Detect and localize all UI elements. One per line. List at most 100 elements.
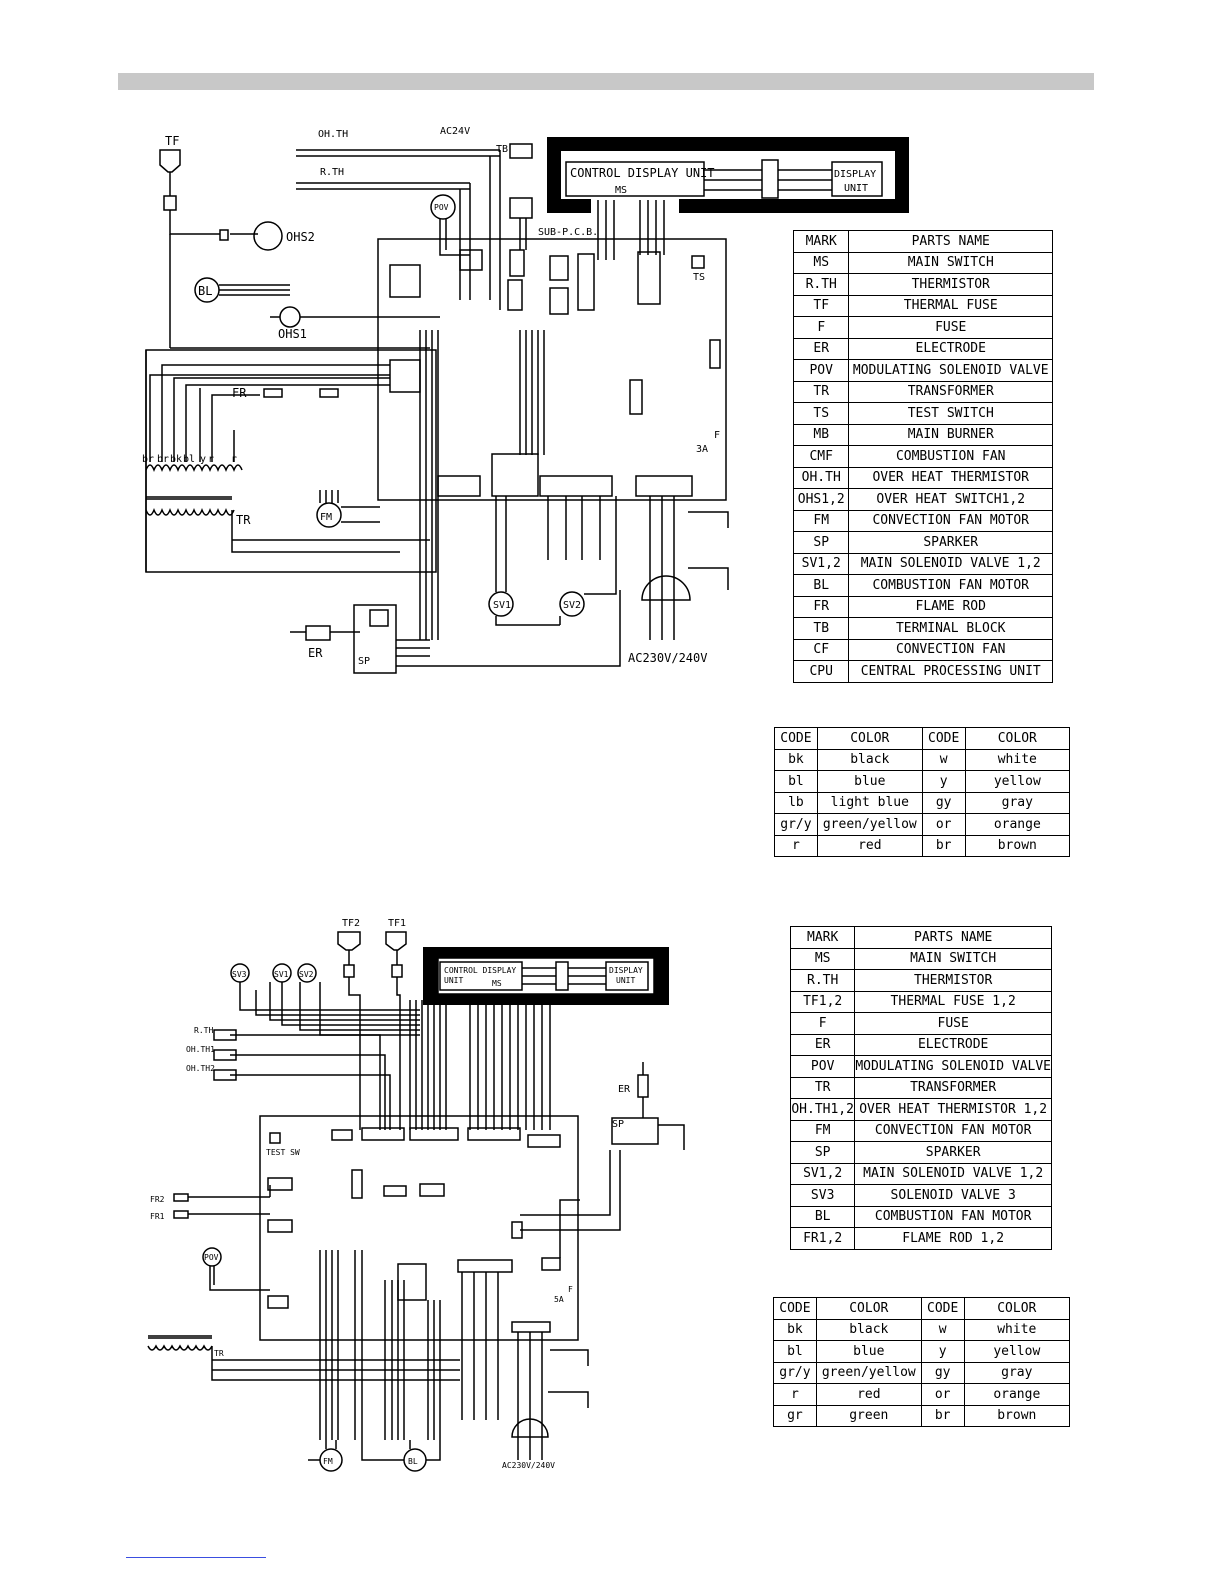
color-header-color: COLOR <box>964 727 1071 750</box>
sp-label-2: SP <box>612 1119 624 1130</box>
table-cell: light blue <box>816 791 923 814</box>
ms-label: MS <box>615 185 627 196</box>
table-cell: OH.TH <box>792 466 850 489</box>
ts-label: TS <box>693 272 705 283</box>
svg-text:bl: bl <box>183 454 195 465</box>
table-cell: TEST SWITCH <box>848 402 1053 425</box>
table-cell: gray <box>964 791 1071 814</box>
table-cell: CPU <box>792 660 850 683</box>
bl-label: BL <box>198 284 212 298</box>
table-cell: yellow <box>964 770 1071 793</box>
table-cell: r <box>773 1383 817 1406</box>
table-cell: POV <box>789 1055 856 1078</box>
table-cell: MAIN SOLENOID VALVE 1,2 <box>848 552 1053 575</box>
sv1-label: SV1 <box>493 600 511 611</box>
table-cell: ELECTRODE <box>854 1033 1052 1056</box>
table-cell: TRANSFORMER <box>848 380 1053 403</box>
table-cell: CONVECTION FAN <box>848 638 1053 661</box>
table-cell: SV3 <box>789 1184 856 1207</box>
table-cell: THERMAL FUSE 1,2 <box>854 990 1052 1013</box>
svg-text:r: r <box>231 454 237 465</box>
table-cell: CONVECTION FAN MOTOR <box>854 1119 1052 1142</box>
rth-label-2: R.TH <box>194 1026 213 1035</box>
tr-label: TR <box>236 513 251 527</box>
ohs2-label: OHS2 <box>286 230 315 244</box>
table-cell: bk <box>773 1318 817 1341</box>
parts-header-name: PARTS NAME <box>854 926 1052 949</box>
ohth1-label: OH.TH1 <box>186 1045 215 1054</box>
table-cell: OH.TH1,2 <box>789 1098 856 1121</box>
table-cell: orange <box>964 813 1071 836</box>
color-header-color: COLOR <box>963 1297 1071 1320</box>
table-cell: green/yellow <box>815 1361 922 1384</box>
table-cell: F <box>789 1012 856 1035</box>
table-cell: white <box>964 748 1071 771</box>
table-cell: MB <box>792 423 850 446</box>
table-cell: orange <box>963 1383 1071 1406</box>
table-cell: br <box>921 834 966 857</box>
table-cell: OVER HEAT THERMISTOR <box>848 466 1053 489</box>
main-pcb-2 <box>259 1115 579 1341</box>
tr-label-2: TR <box>214 1349 224 1358</box>
control-display-unit-label-2b: UNIT <box>444 976 463 985</box>
fuse-label: F <box>714 430 720 441</box>
table-cell: bk <box>774 748 818 771</box>
table-cell: FM <box>792 509 850 532</box>
main-pcb-1 <box>377 238 727 501</box>
tf1-label: TF1 <box>388 918 406 929</box>
table-cell: blue <box>816 770 923 793</box>
table-cell: BL <box>792 574 850 597</box>
table-cell: R.TH <box>792 273 850 296</box>
table-cell: green <box>815 1404 922 1427</box>
parts-header-name: PARTS NAME <box>848 230 1053 253</box>
table-cell: green/yellow <box>816 813 923 836</box>
color-header-color: COLOR <box>815 1297 922 1320</box>
table-cell: TS <box>792 402 850 425</box>
table-cell: COMBUSTION FAN MOTOR <box>854 1205 1052 1228</box>
table-cell: TB <box>792 617 850 640</box>
color-header-code: CODE <box>920 1297 965 1320</box>
display-unit-label-1: DISPLAY <box>834 169 876 180</box>
table-cell: OVER HEAT THERMISTOR 1,2 <box>854 1098 1052 1121</box>
table-cell: SV1,2 <box>789 1162 856 1185</box>
table-cell: THERMISTOR <box>848 273 1053 296</box>
table-cell: SPARKER <box>854 1141 1052 1164</box>
table-cell: MAIN SOLENOID VALVE 1,2 <box>854 1162 1052 1185</box>
table-cell: OVER HEAT SWITCH1,2 <box>848 488 1053 511</box>
sv1-label-2: SV1 <box>274 970 289 979</box>
table-cell: br <box>920 1404 965 1427</box>
control-display-unit-label-2a: CONTROL DISPLAY <box>444 966 516 975</box>
color-header-code: CODE <box>921 727 966 750</box>
table-cell: y <box>920 1340 965 1363</box>
svg-text:br: br <box>157 454 169 465</box>
ms-label-2: MS <box>492 979 502 988</box>
sv3-label: SV3 <box>232 970 247 979</box>
table-cell: F <box>792 316 850 339</box>
fr2-label: FR2 <box>150 1195 165 1204</box>
svg-text:bk: bk <box>170 454 182 465</box>
table-cell: brown <box>963 1404 1071 1427</box>
